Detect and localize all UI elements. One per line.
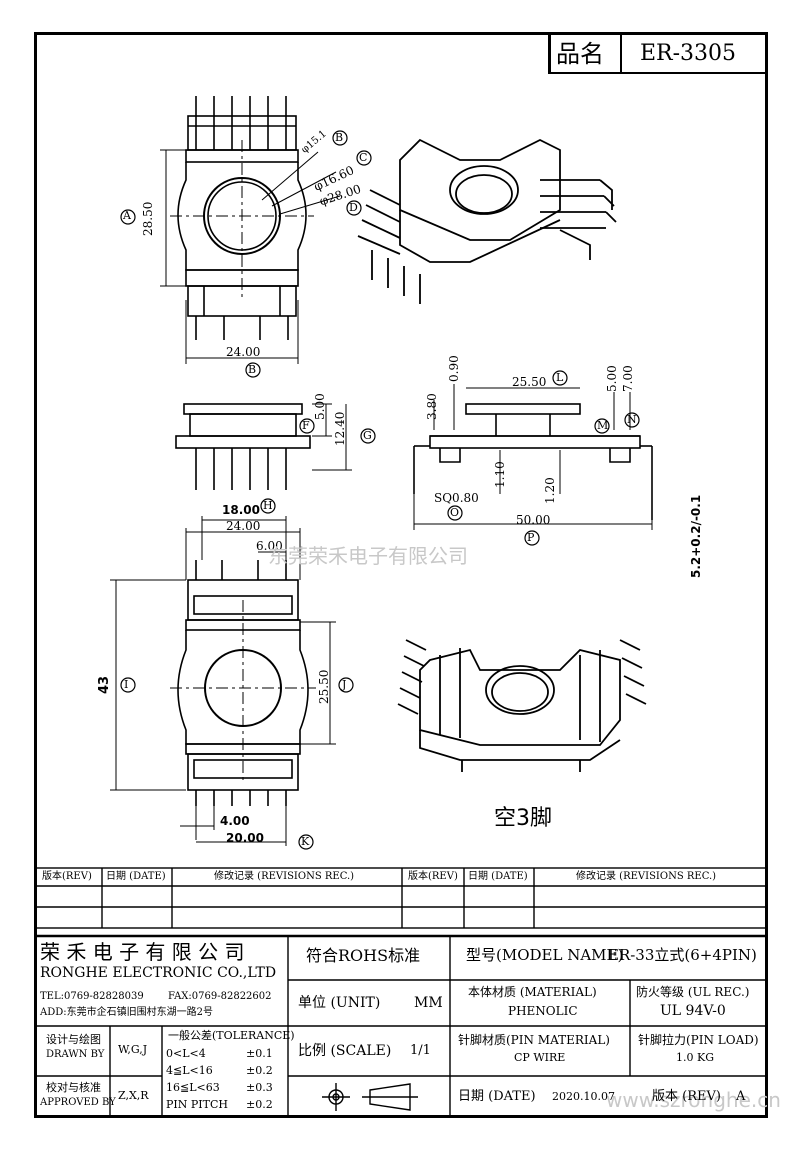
callout-k: K [301,835,310,848]
dim-5000: 50.00 [516,513,551,527]
watermark-center: 东莞荣禾电子有限公司 [268,544,468,568]
scale-value: 1/1 [410,1043,431,1058]
callout-a: A [123,209,131,222]
dim-500-side: 5.00 [313,393,327,420]
unit-label: 单位 (UNIT) [298,995,381,1011]
approved-by-value: Z,X,R [118,1089,149,1102]
dim-sq080: SQ0.80 [434,491,479,505]
callout-b-bottom: B [248,363,257,376]
callout-m: M [597,419,609,432]
drawing-frame [34,32,768,1118]
approved-by-label-cn: 校对与核准 [46,1081,101,1094]
version-label: 版本 (REV) [652,1089,721,1104]
title-block-lines [35,867,767,1118]
callout-n: N [627,413,637,426]
date-label: 日期 (DATE) [458,1089,536,1104]
dim-2000: 20.00 [226,831,264,845]
callout-j: J [342,678,347,691]
callout-c: C [359,151,368,164]
bottom-view [110,498,354,850]
rohs-compliance: 符合ROHS标准 [306,946,421,965]
dim-2550-bottom: 25.50 [317,669,331,704]
pin-load-label: 针脚拉力(PIN LOAD) [638,1033,759,1047]
approved-by-label-en: APPROVED BY [40,1097,116,1108]
dim-pin-length: 5.2+0.2/-0.1 [689,494,703,578]
dim-2400-bottom: 24.00 [226,519,261,533]
header-divider-mid [620,32,622,74]
rev-header-rev-2: 版本(REV) [408,871,458,882]
callout-o: O [450,506,460,519]
note-empty-pins: 空3脚 [494,806,552,831]
tolerance-range-3: 16≦L<63 [166,1081,220,1094]
company-name-cn: 荣 禾 电 子 有 限 公 司 [40,940,245,964]
isometric-view-top [357,138,617,304]
tolerance-title: 一般公差(TOLERANCE) [168,1029,295,1042]
tolerance-value-4: ±0.2 [246,1098,273,1111]
company-fax: FAX:0769-82822602 [168,991,272,1002]
callout-d: D [349,201,358,214]
dim-1800: 18.00 [222,503,260,517]
top-view [120,96,372,378]
tolerance-value-2: ±0.2 [246,1064,273,1077]
rev-header-rev-1: 版本(REV) [42,871,92,882]
header-divider-bottom [548,72,768,74]
rev-header-rec-2: 修改记录 (REVISIONS REC.) [576,871,717,882]
rev-header-rec-1: 修改记录 (REVISIONS REC.) [214,871,355,882]
model-value: ER-33立式(6+4PIN) [608,946,757,964]
callout-h: H [263,499,273,512]
header-divider-left [548,32,551,74]
material-value: PHENOLIC [508,1004,578,1018]
dim-400: 4.00 [220,814,250,828]
model-label: 型号(MODEL NAME) [466,946,624,964]
tolerance-range-2: 4≦L<16 [166,1064,213,1077]
company-tel: TEL:0769-82828039 [40,991,144,1002]
scale-label: 比例 (SCALE) [298,1043,392,1059]
watermark-url: www.szronghe.cn [606,1088,781,1112]
dim-2400-top: 24.00 [226,345,261,359]
drawn-by-label-en: DRAWN BY [46,1049,105,1060]
dim-380: 3.80 [425,393,439,420]
callout-g: G [363,429,372,442]
callout-l: L [556,371,564,384]
tolerance-value-3: ±0.3 [246,1081,273,1094]
fire-rating-value: UL 94V-0 [660,1003,726,1019]
tolerance-range-1: 0<L<4 [166,1047,206,1060]
dim-2550-section: 25.50 [512,375,547,389]
dim-43: 43 [97,675,112,694]
side-view [175,403,376,490]
callout-i: I [124,678,129,691]
drawn-by-value: W,G,J [118,1043,148,1056]
drawn-by-label-cn: 设计与绘图 [46,1033,101,1046]
version-value: A [736,1089,746,1104]
callout-b: B [335,131,344,144]
rev-header-date-2: 日期 (DATE) [468,871,528,882]
dim-500-section: 5.00 [605,365,619,392]
dim-600: 6.00 [256,539,283,553]
dim-110: 1.10 [493,461,507,488]
part-number: ER-3305 [640,41,737,66]
material-label: 本体材质 (MATERIAL) [468,985,597,999]
pin-material-label: 针脚材质(PIN MATERIAL) [458,1033,610,1047]
callout-p: P [527,531,535,544]
pin-material-value: CP WIRE [514,1051,566,1064]
date-value: 2020.10.07 [552,1090,615,1103]
rev-header-date-1: 日期 (DATE) [106,871,166,882]
company-name-en: RONGHE ELECTRONIC CO.,LTD [40,965,277,981]
tolerance-value-1: ±0.1 [246,1047,273,1060]
unit-value: MM [414,995,443,1011]
dim-090: 0.90 [447,355,461,382]
part-name-label: 品名 [556,40,604,68]
dim-700: 7.00 [621,365,635,392]
pin-load-value: 1.0 KG [676,1051,714,1064]
section-view [413,370,653,546]
dim-2850: 28.50 [141,201,155,236]
dim-120: 1.20 [543,477,557,504]
dim-1240: 12.40 [333,411,347,446]
fire-rating-label: 防火等级 (UL REC.) [636,985,750,999]
callout-f: F [302,419,310,432]
isometric-view-bottom [397,639,647,772]
company-address: ADD:东莞市企石镇旧围村东湖一路2号 [40,1007,213,1018]
tolerance-range-4: PIN PITCH [166,1098,228,1111]
